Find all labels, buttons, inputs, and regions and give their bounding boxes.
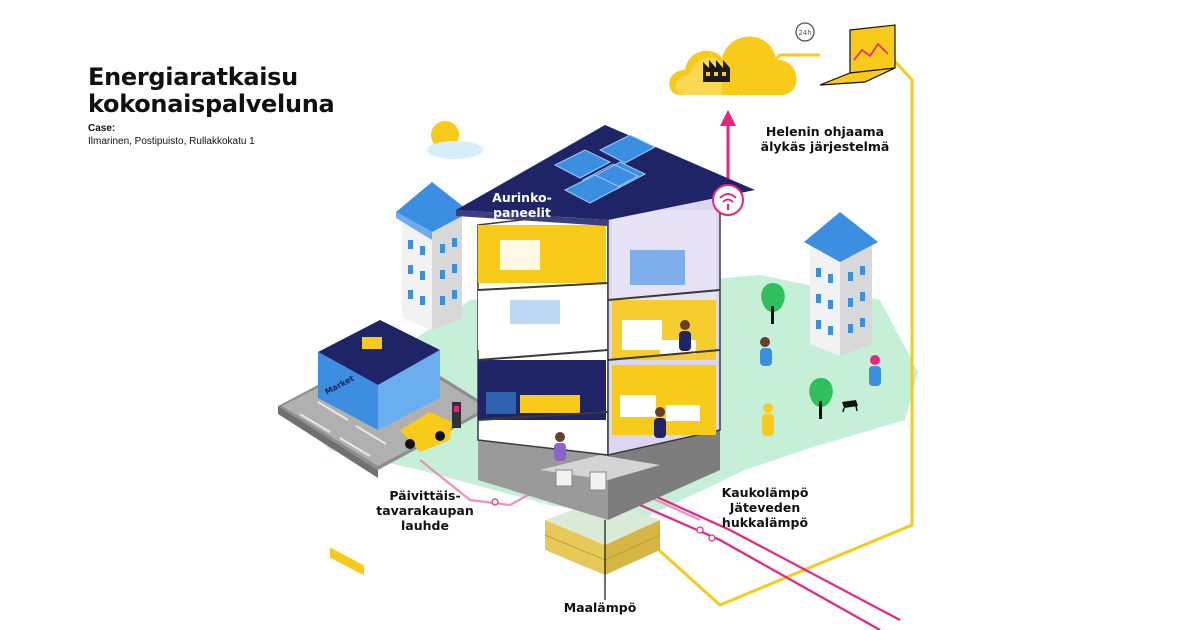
- district-heat-label: Kaukolämpö Jäteveden hukkalämpö: [721, 485, 809, 530]
- cloud-icon: [669, 36, 797, 95]
- car-icon: [400, 412, 452, 452]
- title-line-1: Energiaratkaisu: [88, 63, 298, 91]
- ground-heat-label: Maalämpö: [563, 600, 637, 615]
- ground-heat-block: [544, 500, 661, 600]
- data-arrow: [720, 110, 736, 180]
- grocery-condenser-label: Päivittäis- tavarakaupan lauhde: [376, 488, 474, 533]
- case-label: Case:: [88, 123, 116, 134]
- wifi-icon: [712, 184, 744, 216]
- sun-icon: [427, 121, 483, 159]
- case-value: Ilmarinen, Postipuisto, Rullakkokatu 1: [88, 136, 255, 147]
- charger-icon: [452, 402, 461, 428]
- tree-icon: [809, 378, 833, 419]
- people: [554, 320, 881, 461]
- right-apartment-building: [804, 212, 878, 356]
- left-apartment-building: [396, 182, 470, 330]
- dog-icon: [842, 400, 858, 413]
- title-line-2: kokonaispalveluna: [88, 90, 335, 118]
- solar-panel-icon: [553, 134, 657, 204]
- factory-icon: [703, 60, 730, 82]
- clock-24h-icon: 24h: [795, 22, 815, 42]
- tree-icon: [761, 283, 785, 324]
- central-building: [456, 125, 755, 520]
- grocery-store: [318, 320, 440, 576]
- solar-panels-label: Aurinko- paneelit: [492, 190, 552, 220]
- control-system-label: Helenin ohjaama älykäs järjestelmä: [760, 124, 890, 154]
- laptop-chart-icon: [819, 24, 896, 86]
- page-title: Energiaratkaisu kokonaispalveluna: [88, 63, 335, 118]
- svg-text:24h: 24h: [798, 29, 811, 37]
